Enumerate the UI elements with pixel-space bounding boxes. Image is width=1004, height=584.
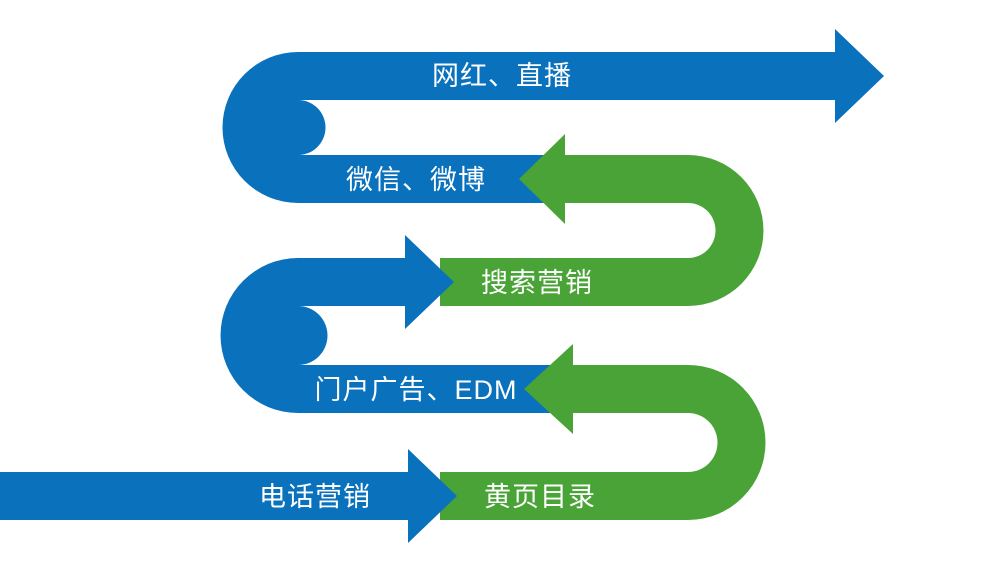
label-portal-ads-edm: 门户广告、EDM <box>315 375 518 405</box>
flow-segment-yellowpages-to-portal-arrow <box>440 344 766 520</box>
label-influencer-livestream: 网红、直播 <box>432 61 572 91</box>
label-wechat-weibo: 微信、微博 <box>346 165 486 195</box>
flow-segment-wechat-to-influencer-arrow <box>222 29 884 203</box>
flow-segment-telemarketing-arrow <box>0 449 457 543</box>
label-yellow-pages: 黄页目录 <box>484 482 596 512</box>
flow-segment-search-to-wechat-arrow <box>440 134 764 306</box>
label-search-marketing: 搜索营销 <box>481 268 593 298</box>
flow-segment-portal-to-search-arrow <box>220 235 570 413</box>
label-telemarketing: 电话营销 <box>259 482 371 512</box>
